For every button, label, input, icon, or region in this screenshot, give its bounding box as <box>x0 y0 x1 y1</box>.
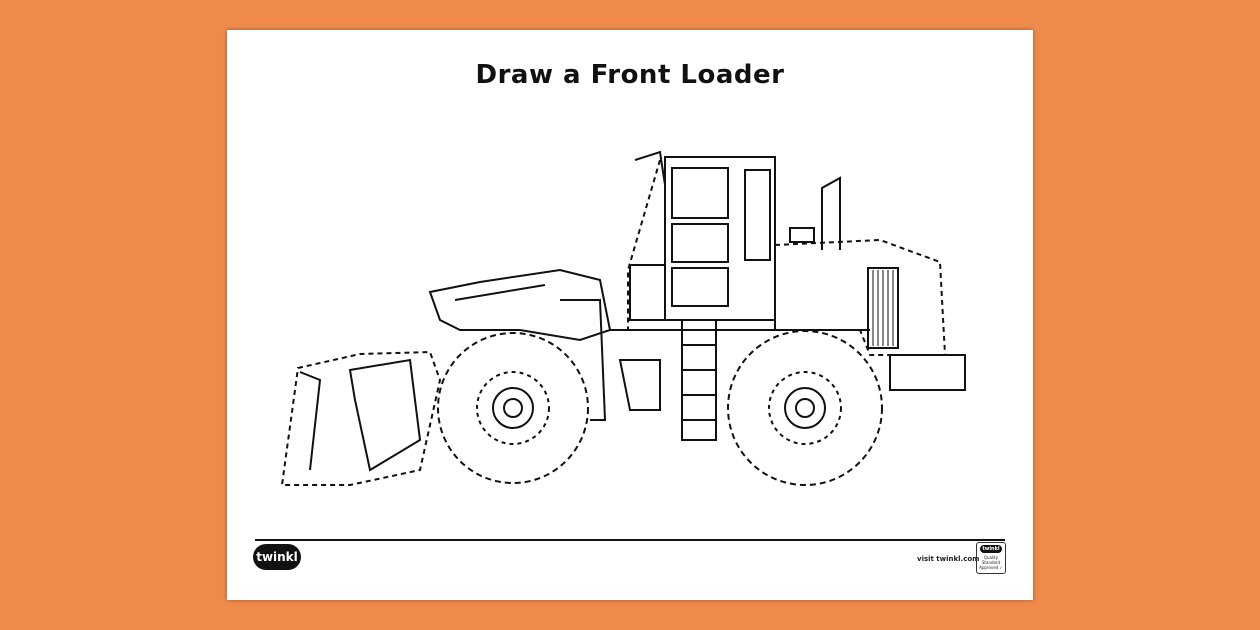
visit-link-text: visit twinkl.com <box>917 555 980 563</box>
bucket-outline <box>280 350 442 486</box>
twinkl-logo: twinkl <box>253 544 301 570</box>
rear-wheel <box>727 330 883 486</box>
front-wheel <box>437 332 589 484</box>
cab <box>664 156 776 321</box>
front-loader-drawing <box>280 150 966 486</box>
footer-divider <box>255 539 1005 541</box>
worksheet-page: Draw a Front Loader <box>227 30 1033 600</box>
page-title: Draw a Front Loader <box>475 60 785 90</box>
